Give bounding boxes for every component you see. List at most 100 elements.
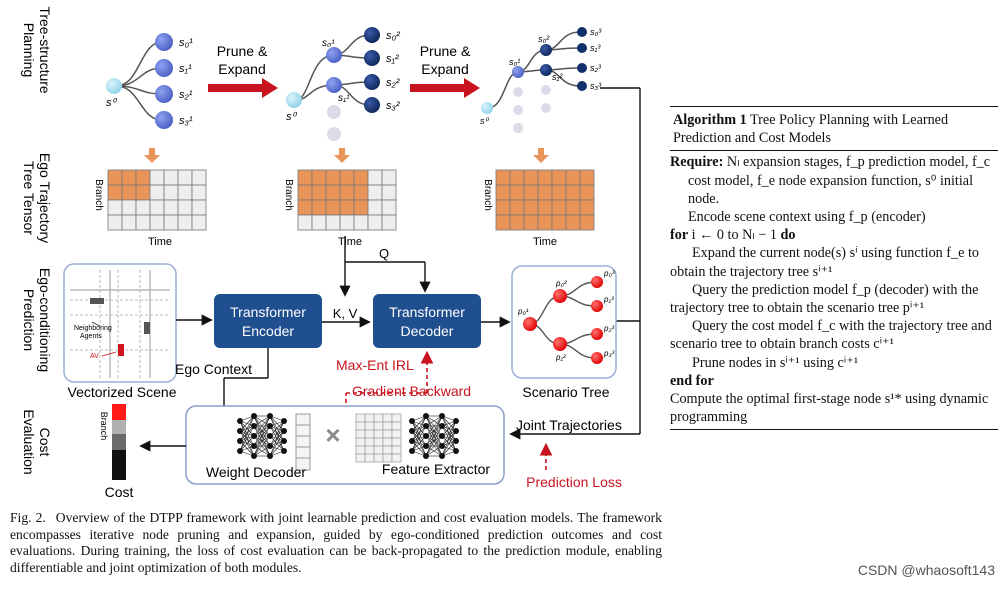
tensor-cell [311, 184, 327, 201]
net-edge [441, 430, 457, 457]
feature-cell [382, 413, 393, 423]
tensor-cell [509, 184, 525, 201]
scenario-node [591, 328, 603, 340]
tensor-cell [523, 184, 539, 201]
net-edge [411, 425, 427, 452]
tree-stage-3: s⁰ s₀¹ s₀² s₁² s₀³ s₁³ s₂³ s₃³ [480, 27, 602, 133]
tree-node-label: s₂¹ [179, 89, 193, 101]
feature-cell [382, 429, 393, 439]
tree-node [577, 63, 587, 73]
tensor-cell [149, 199, 165, 216]
net-edge [239, 425, 255, 452]
svg-text:Planning: Planning [21, 23, 37, 78]
feature-cell [391, 437, 402, 447]
scenario-node-label: p₁² [555, 353, 566, 362]
tensor-cell [495, 214, 511, 231]
net-neuron [251, 423, 257, 429]
tensor-cell [297, 169, 313, 186]
pruned-node [541, 85, 551, 95]
net-neuron [251, 453, 257, 459]
tree-node-label: s₃³ [590, 81, 602, 91]
algorithm-require: Require: Nₗ expansion stages, f_p predic… [670, 154, 991, 207]
tensor-cell [135, 214, 151, 231]
tensor-axis-y: Branch [93, 179, 104, 211]
feature-cell [391, 429, 402, 439]
feature-cell [373, 437, 384, 447]
tree-node [155, 85, 173, 103]
algorithm-final: Compute the optimal first-stage node s¹*… [670, 391, 989, 426]
trajectory-tensor-3 [495, 169, 595, 231]
algorithm-title: Algorithm 1 Tree Policy Planning with Le… [673, 112, 949, 147]
net-neuron [237, 418, 243, 424]
scenario-node-label: p₀³ [603, 269, 615, 278]
net-edge [269, 420, 285, 447]
tensor-cell [551, 199, 567, 216]
tensor-cell [523, 169, 539, 186]
tensor-cell [297, 214, 313, 231]
weight-decoder-label: Weight Decoder [206, 464, 306, 480]
transformer-decoder: Transformer Decoder [373, 294, 481, 348]
tensor-cell [509, 214, 525, 231]
net-edge [425, 415, 443, 437]
scenario-node [591, 276, 603, 288]
scenario-node [553, 337, 567, 351]
net-neuron [267, 433, 273, 439]
tensor-cell [121, 169, 137, 186]
svg-text:Evaluation: Evaluation [21, 409, 37, 474]
tree-node-label: s₀¹ [322, 38, 335, 49]
q-connector: Q [339, 236, 431, 297]
root-node [481, 102, 493, 114]
net-neuron [453, 428, 459, 434]
net-neuron [439, 443, 445, 449]
weight-decoder-net [237, 413, 287, 459]
tensor-cell [381, 184, 397, 201]
tensor-cell [495, 199, 511, 216]
svg-text:Transformer: Transformer [230, 304, 306, 320]
transformer-encoder: Transformer Encoder [214, 294, 322, 348]
tensor-cell [523, 199, 539, 216]
feature-cell [391, 421, 402, 431]
tensor-cell [311, 214, 327, 231]
net-neuron [409, 428, 415, 434]
net-neuron [439, 413, 445, 419]
net-neuron [237, 438, 243, 444]
tensor-cell [579, 184, 595, 201]
net-neuron [267, 443, 273, 449]
figure-caption: Fig. 2.Overview of the DTPP framework wi… [10, 510, 662, 576]
net-edge [425, 415, 443, 427]
row-label-ego-prediction: Ego-conditioning Prediction [21, 268, 53, 372]
tree-node [364, 27, 380, 43]
kv-label: K, V [333, 306, 358, 321]
row-label-cost-eval: Cost Evaluation [21, 409, 53, 474]
feature-cell [355, 453, 366, 463]
multiply-sign: × [325, 420, 340, 450]
tensor-cell [135, 169, 151, 186]
net-edge [269, 430, 285, 457]
tensor-cell [381, 214, 397, 231]
scenario-node [591, 352, 603, 364]
gradient-backward: Max-Ent IRL Gradient Backward [336, 350, 471, 410]
feature-cell [373, 421, 384, 431]
tensor-cell [163, 184, 179, 201]
tensor-cell [107, 199, 123, 216]
tree-node-label: s₀¹ [509, 57, 520, 67]
net-edge [425, 415, 443, 457]
feature-cell [382, 421, 393, 431]
svg-text:Branch: Branch [99, 412, 109, 441]
net-edge [253, 425, 271, 457]
scenario-node-label: p₁³ [603, 295, 614, 304]
neighbor-vehicle [90, 298, 104, 304]
tree-node-label: s₁³ [590, 43, 601, 53]
tensor-cell [537, 184, 553, 201]
scenario-node-label: p₃³ [603, 349, 615, 358]
net-edge [411, 435, 427, 452]
tensor-cell [579, 199, 595, 216]
tree-node-label: s₁¹ [179, 63, 192, 75]
tensor-cell [353, 199, 369, 216]
svg-text:Transformer: Transformer [389, 304, 465, 320]
maxent-irl-label: Max-Ent IRL [336, 357, 414, 373]
tensor-cell [191, 199, 207, 216]
tensor-axis-x: Time [338, 236, 362, 248]
svg-text:Decoder: Decoder [401, 323, 454, 339]
tree-node-label: s₃² [386, 100, 400, 112]
